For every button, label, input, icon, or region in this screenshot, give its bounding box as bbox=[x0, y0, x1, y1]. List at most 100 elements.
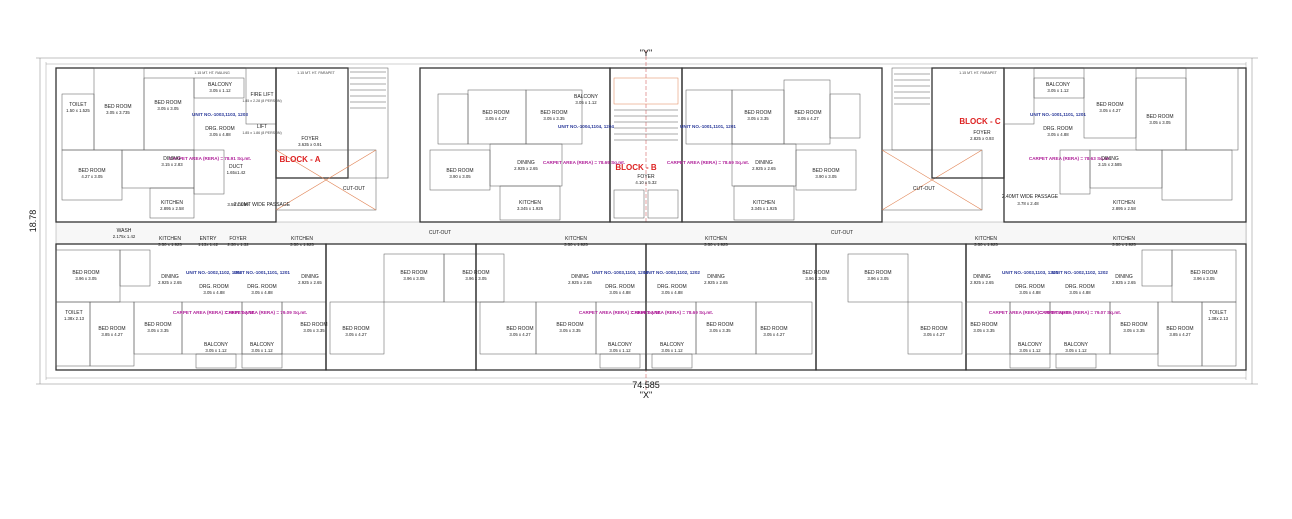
bot-bed-c2-label: BED ROOM bbox=[300, 322, 327, 328]
top-balcony-b-dim: 3.05 x 1.12 bbox=[575, 100, 597, 105]
top-bed-c2-dim: 3.05 x 3.05 bbox=[1149, 120, 1171, 125]
top-balcony-c-dim: 3.05 x 1.12 bbox=[1047, 88, 1069, 93]
bot-kitchen-3-dim: 3.50 x 1.925 bbox=[564, 242, 588, 247]
top-dining-c-label: DINING bbox=[1101, 156, 1119, 162]
bot-foyer-2-dim: 2.38 x 1.32 bbox=[227, 242, 249, 247]
bot-bed-c3-dim: 3.05 x 3.35 bbox=[559, 328, 581, 333]
bot-bed-b6-label: BED ROOM bbox=[1166, 326, 1193, 332]
top-bed3-dim: 4.27 x 3.05 bbox=[81, 174, 103, 179]
block-c-label: BLOCK - C bbox=[959, 117, 1001, 126]
bot-carpet-3: CARPET AREA (RERA) = 78.69 Sq.mt. bbox=[579, 310, 661, 315]
top-bed2-label: BED ROOM bbox=[154, 100, 181, 106]
parapet-note-a: 1.15 MT. HT. PARAPET bbox=[297, 71, 335, 75]
bot-bed-a5-dim: 3.96 x 3.05 bbox=[805, 276, 827, 281]
top-drg-dim: 3.05 x 4.88 bbox=[209, 132, 231, 137]
bot-wash-1-label: WASH bbox=[117, 228, 132, 234]
bot-bed-a4-dim: 3.96 x 3.05 bbox=[465, 276, 487, 281]
top-bed2-dim: 3.05 x 3.05 bbox=[157, 106, 179, 111]
bot-drg-1-dim: 3.05 x 4.88 bbox=[203, 290, 225, 295]
bot-carpet-5: CARPET AREA (RERA) = 79.09 Sq.mt. bbox=[989, 310, 1071, 315]
bot-bed-a1-label: BED ROOM bbox=[72, 270, 99, 276]
bot-drg-5-label: DRG. ROOM bbox=[1015, 284, 1044, 290]
bot-dining-2-label: DINING bbox=[301, 274, 319, 280]
top-bed-cb1-dim: 3.05 x 3.35 bbox=[747, 116, 769, 121]
bot-toilet-1-dim: 1.38x 2.13 bbox=[64, 316, 85, 321]
top-lift-label: LIFT bbox=[257, 124, 267, 130]
bot-kitchen-5-label: KITCHEN bbox=[975, 236, 997, 242]
passage-left-dim: 3.58 x 3.99 bbox=[227, 202, 249, 207]
bot-kitchen-6-dim: 3.50 x 1.925 bbox=[1112, 242, 1136, 247]
top-foyer-label: FOYER bbox=[301, 136, 319, 142]
bot-bed-c4-dim: 3.05 x 3.35 bbox=[709, 328, 731, 333]
top-toilet-label: TOILET bbox=[69, 102, 86, 108]
bot-carpet-2: CARPET AREA (RERA) = 79.09 Sq.mt. bbox=[225, 310, 307, 315]
top-unit-right: UNIT NO.-1001,1101, 1201 bbox=[1030, 112, 1086, 117]
top-foyer-b-label: FOYER bbox=[637, 174, 655, 180]
top-unit-center-b: UNIT NO.-1001,1101, 1201 bbox=[680, 124, 736, 129]
top-carpet-center-b: CARPET AREA (RERA) = 78.69 Sq.mt. bbox=[667, 160, 749, 165]
bot-drg-4-dim: 3.05 x 4.88 bbox=[661, 290, 683, 295]
cutout-label-b: CUT-OUT bbox=[429, 230, 451, 236]
bot-drg-3-label: DRG. ROOM bbox=[605, 284, 634, 290]
bottom-axis-marker: "X" bbox=[640, 390, 652, 400]
top-dining-b-label: DINING bbox=[517, 160, 535, 166]
annotation-labels: "Y" "X" 74.585 18.78 1.15 MT. HT. PARAPE… bbox=[28, 48, 1229, 400]
top-bed-cb3-label: BED ROOM bbox=[812, 168, 839, 174]
bot-balcony-6-label: BALCONY bbox=[1064, 342, 1089, 348]
bot-bed-a5-label: BED ROOM bbox=[802, 270, 829, 276]
bot-kitchen-5-dim: 3.50 x 1.925 bbox=[974, 242, 998, 247]
top-dining-dim: 3.15 x 2.83 bbox=[161, 162, 183, 167]
bot-dining-5-label: DINING bbox=[973, 274, 991, 280]
top-lift-dim: 1.85 x 1.86 (8 PERSON) bbox=[242, 131, 281, 135]
bot-bed-c6-dim: 3.05 x 3.35 bbox=[1123, 328, 1145, 333]
bot-drg-1-label: DRG. ROOM bbox=[199, 284, 228, 290]
top-kitchen-c-dim: 2.895 x 2.58 bbox=[1112, 206, 1136, 211]
bot-bed-d4-dim: 3.05 x 4.27 bbox=[763, 332, 785, 337]
overall-depth-dim: 18.78 bbox=[28, 210, 38, 233]
top-unit-left: UNIT NO.-1003,1103, 1203 bbox=[192, 112, 248, 117]
bottom-row-walls bbox=[55, 243, 1247, 371]
bot-kitchen-6-label: KITCHEN bbox=[1113, 236, 1135, 242]
top-duct-label: DUCT bbox=[229, 164, 243, 170]
bot-unit-6: UNIT NO.-1002,1102, 1202 bbox=[1052, 270, 1108, 275]
top-bed-b3-dim: 3.90 x 3.05 bbox=[449, 174, 471, 179]
top-dining-label: DINING bbox=[163, 156, 181, 162]
bot-bed-a1-dim: 3.96 x 3.05 bbox=[75, 276, 97, 281]
bot-carpet-6: CARPET AREA (RERA) = 79.07 Sq.mt. bbox=[1039, 310, 1121, 315]
bot-toilet-1-label: TOILET bbox=[65, 310, 82, 316]
bot-bed-c5-label: BED ROOM bbox=[970, 322, 997, 328]
bot-bed-d2-label: BED ROOM bbox=[342, 326, 369, 332]
top-foyer-dim: 3.635 x 0.91 bbox=[298, 142, 322, 147]
passage-right-label: 2.40MT WIDE PASSAGE bbox=[1002, 194, 1059, 200]
bot-wash-1-dim: 2.175x 1.42 bbox=[113, 234, 136, 239]
top-bed1-dim: 3.05 x 3.735 bbox=[106, 110, 130, 115]
bot-kitchen-2-label: KITCHEN bbox=[291, 236, 313, 242]
top-dining-cb-dim: 2.925 x 2.65 bbox=[752, 166, 776, 171]
bot-bed-a4-label: BED ROOM bbox=[462, 270, 489, 276]
bot-bed-d5-dim: 3.05 x 4.27 bbox=[923, 332, 945, 337]
bot-drg-6-dim: 3.05 x 4.88 bbox=[1069, 290, 1091, 295]
bot-bed-b1-label: BED ROOM bbox=[98, 326, 125, 332]
bot-balcony-1-label: BALCONY bbox=[204, 342, 229, 348]
bot-toilet-6-dim: 1.38x 2.13 bbox=[1208, 316, 1229, 321]
top-bed-b2-dim: 3.05 x 3.35 bbox=[543, 116, 565, 121]
bot-bed-d2-dim: 3.05 x 4.27 bbox=[345, 332, 367, 337]
bot-bed-d5-label: BED ROOM bbox=[920, 326, 947, 332]
bot-balcony-1-dim: 3.05 x 1.12 bbox=[205, 348, 227, 353]
passage-right-dim: 3.78 x 2.48 bbox=[1017, 201, 1039, 206]
bot-unit-2: UNIT NO.-1001,1101, 1201 bbox=[234, 270, 290, 275]
top-kitchen-cb-label: KITCHEN bbox=[753, 200, 775, 206]
bot-dining-2-dim: 2.925 x 2.65 bbox=[298, 280, 322, 285]
bot-kitchen-2-dim: 3.50 x 1.925 bbox=[290, 242, 314, 247]
top-bed3-label: BED ROOM bbox=[78, 168, 105, 174]
top-foyer-c-dim: 2.825 x 0.93 bbox=[970, 136, 994, 141]
bot-bed-a3-label: BED ROOM bbox=[400, 270, 427, 276]
bot-entry-2-label: ENTRY bbox=[200, 236, 218, 242]
bot-entry-2-dim: 1.13x 1.42 bbox=[198, 242, 219, 247]
top-drg-c-label: DRG. ROOM bbox=[1043, 126, 1072, 132]
bot-bed-a7-label: BED ROOM bbox=[1190, 270, 1217, 276]
bot-bed-c2-dim: 3.05 x 3.35 bbox=[303, 328, 325, 333]
top-bed-cb2-label: BED ROOM bbox=[794, 110, 821, 116]
top-bed-cb1-label: BED ROOM bbox=[744, 110, 771, 116]
